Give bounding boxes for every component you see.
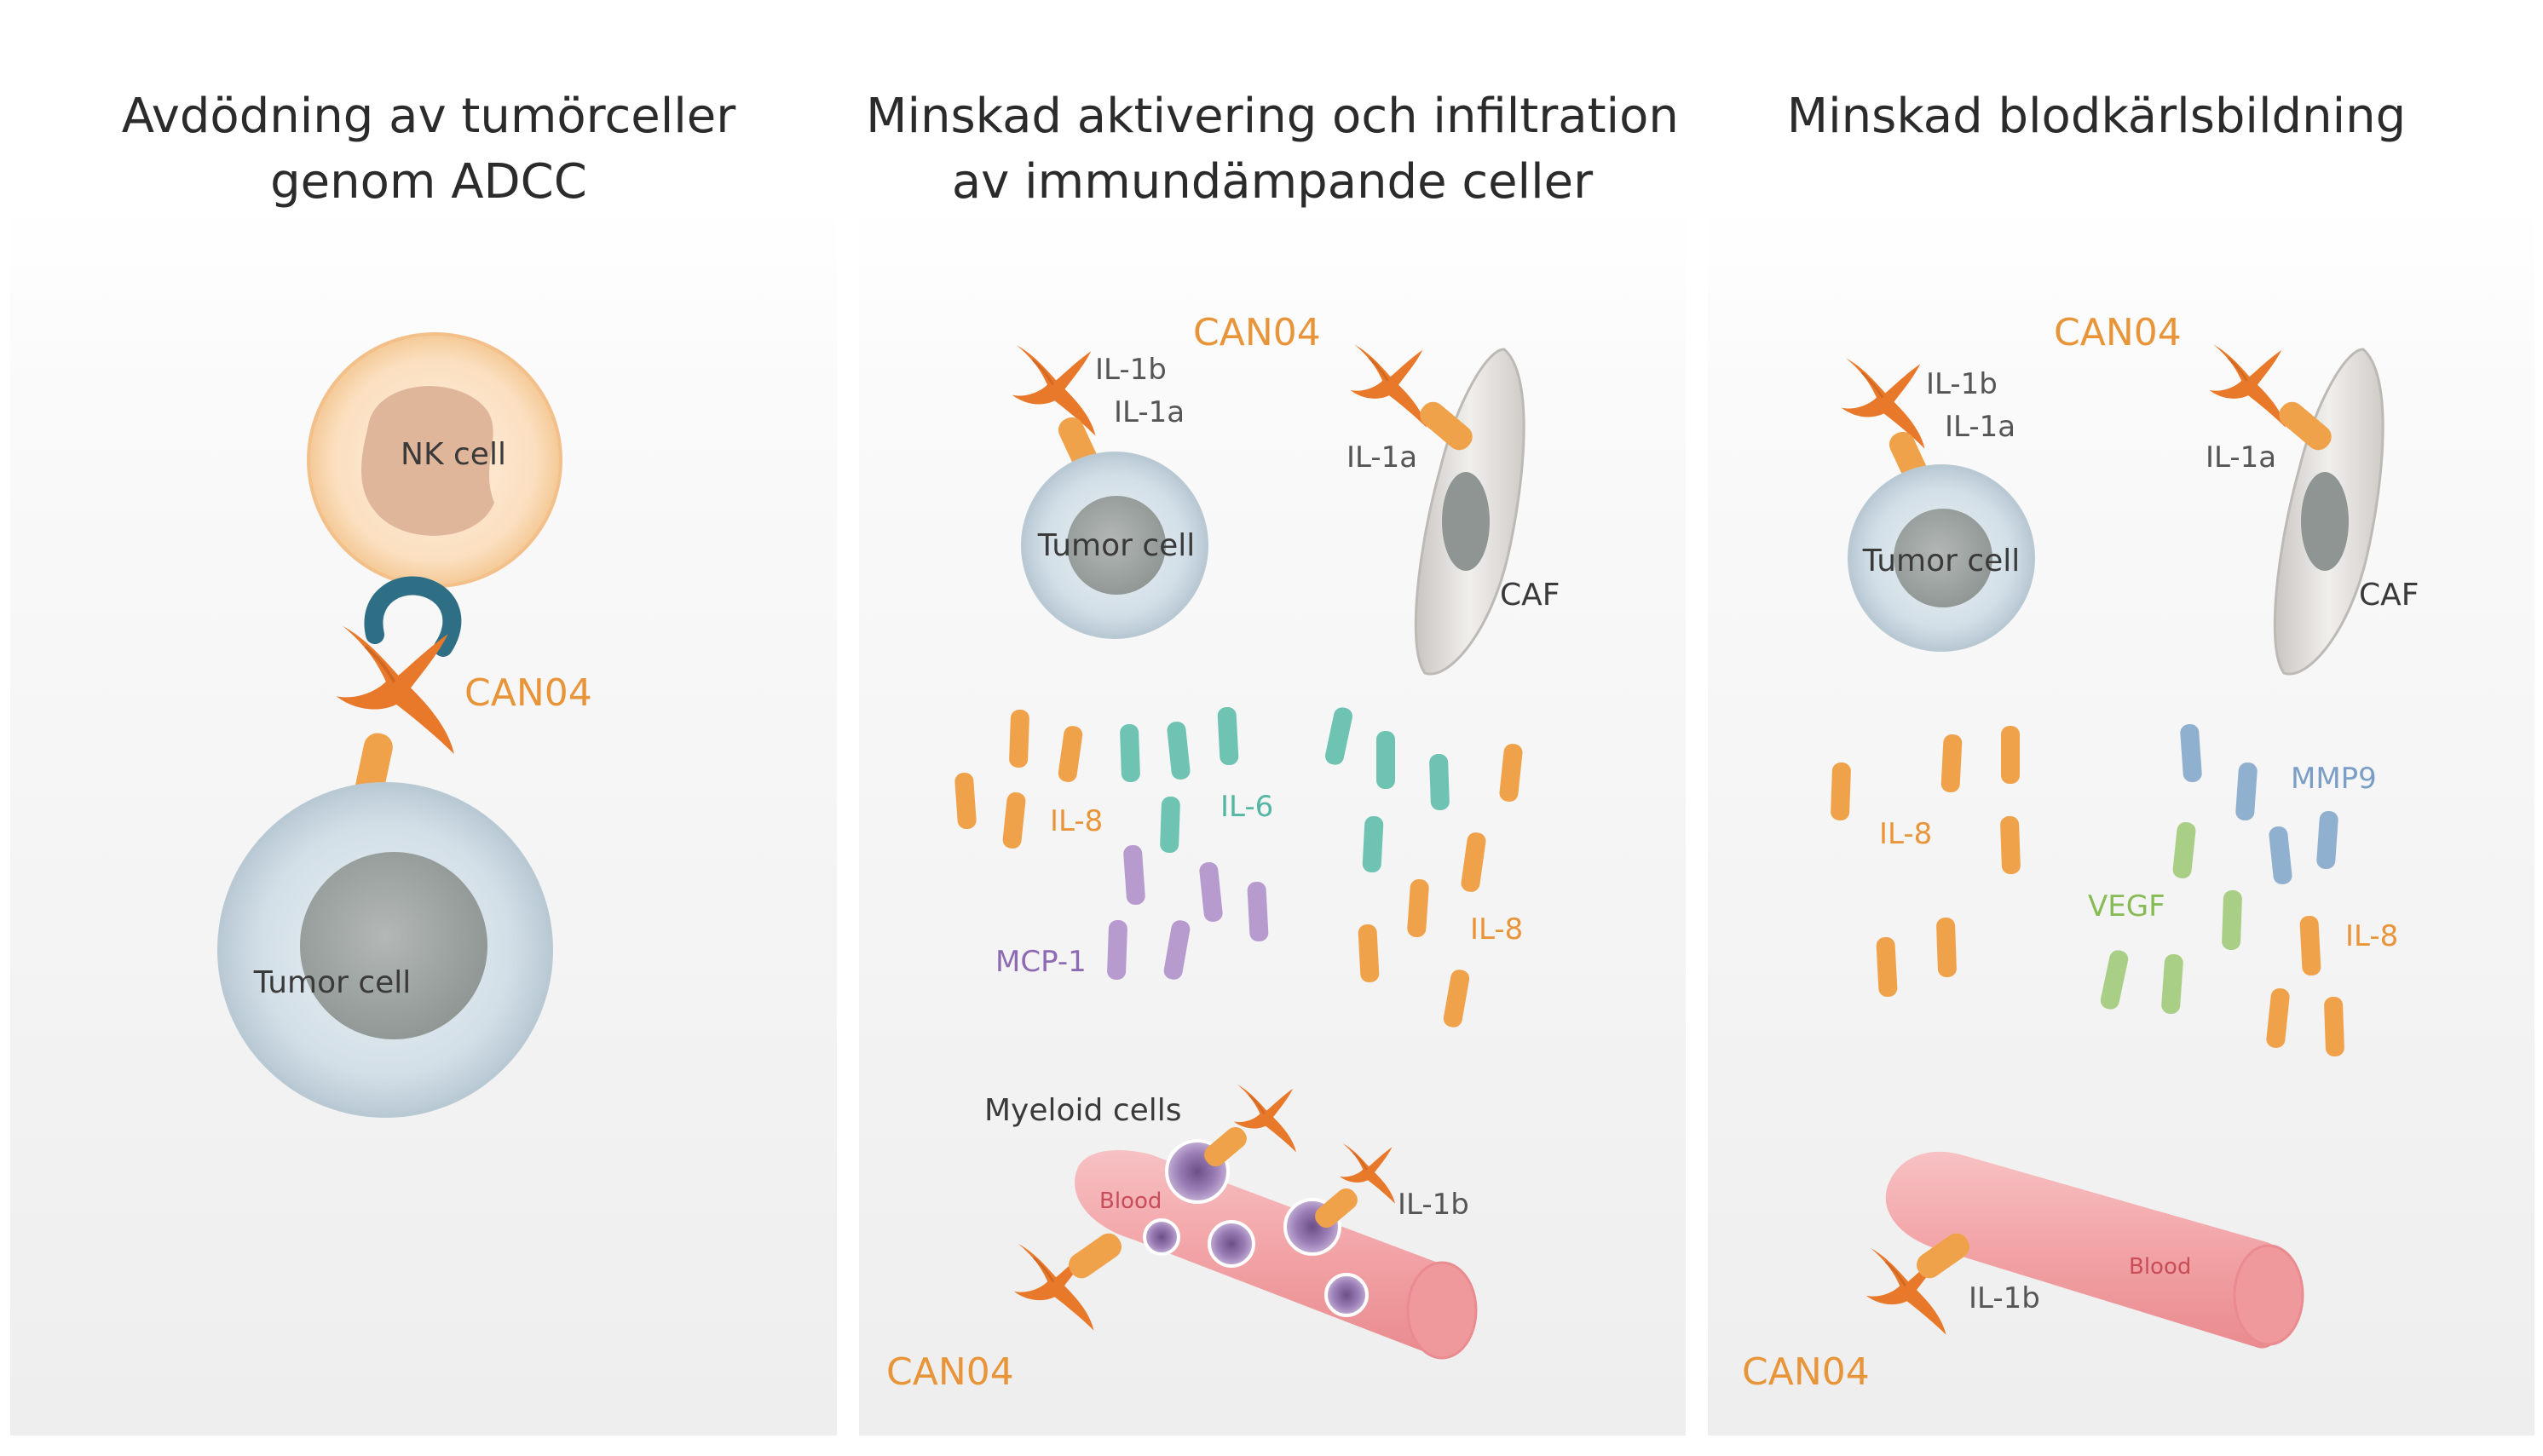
panel-3-title: Minskad blodkärlsbildning <box>1787 89 2406 144</box>
panel-3-blood-vessel <box>1885 1151 2289 1349</box>
panel-3-il8-cluster-right <box>2266 915 2344 1057</box>
panel-2-il1rap-myeloid-2 <box>1315 1188 1358 1229</box>
panel-2-il8-left-label: IL-8 <box>1050 804 1103 838</box>
panel-2-il1b-top: IL-1b <box>1095 353 1167 387</box>
panel-3-vegf-cluster <box>2100 822 2242 1015</box>
panel-2-caf-nucleus <box>1442 472 1490 571</box>
panel-3-tumor-nucleus <box>1894 509 1992 607</box>
panel-3-drug-bottom-label: CAN04 <box>1742 1350 1870 1394</box>
panel-3-il1rap-caf <box>2279 401 2332 451</box>
panel-2-mcp1-label: MCP-1 <box>995 945 1087 979</box>
tumor-cell-nucleus <box>300 852 487 1039</box>
panel-2-il6-label: IL-6 <box>1220 790 1273 824</box>
panel-1-title-line-1: Avdödning av tumörceller <box>122 89 737 144</box>
panel-2-il1rap-caf <box>1420 401 1473 451</box>
panel-3-mmp9-label: MMP9 <box>2291 762 2377 796</box>
panel-1-tumor-cell-label: Tumor cell <box>253 965 412 1000</box>
panel-2-caf-label: CAF <box>1500 578 1560 613</box>
panel-3-caf-label: CAF <box>2359 578 2419 613</box>
nk-cell-label: NK cell <box>401 437 506 472</box>
panel-3-blood-label: Blood <box>2129 1254 2191 1280</box>
panel-2-il8-cluster-right <box>1358 744 1523 1027</box>
nk-receptor <box>364 576 462 657</box>
panel-1-title-line-2: genom ADCC <box>270 154 587 210</box>
panel-3-caf-nucleus <box>2301 472 2349 571</box>
panel-2-tumor-cell-label: Tumor cell <box>1037 528 1196 563</box>
nk-cell-nucleus <box>360 386 494 536</box>
panel-2-title-line-2: av immundämpande celler <box>952 154 1594 210</box>
panel-2-il1rap-bottom <box>1069 1233 1122 1279</box>
panel-1-diagram: NK cell CAN04 Tumor cell <box>217 332 592 1118</box>
panel-2-mcp1-cluster <box>1107 844 1269 981</box>
panel-3-drug-top-label: CAN04 <box>2054 311 2182 354</box>
panel-3-il8-right-label: IL-8 <box>2345 919 2398 953</box>
panel-3-diagram: CAN04 IL-1b IL-1a Tumor cell IL-1a CAF <box>1742 311 2419 1394</box>
panel-3-il1a-top: IL-1a <box>1945 410 2015 444</box>
panel-2-vessel-opening <box>1406 1261 1478 1360</box>
panel-2-il1a-top: IL-1a <box>1114 395 1185 429</box>
panel-2-title-line-1: Minskad aktivering och infiltration <box>866 89 1679 144</box>
panel-2-il1a-caf: IL-1a <box>1346 440 1417 475</box>
panel-2-il6-cluster <box>1120 706 1450 873</box>
panel-3-il8-cluster-left <box>1831 726 2021 998</box>
panel-3-il1rap-bottom <box>1917 1233 1969 1279</box>
panel-2-il8-right-label: IL-8 <box>1470 912 1523 947</box>
panel-2-diagram: CAN04 IL-1b IL-1a Tumor cell IL-1a CAF <box>886 311 1560 1394</box>
panel-3-il1b-top: IL-1b <box>1926 367 1998 401</box>
panel-2-blood-label: Blood <box>1099 1188 1162 1214</box>
panel-1-drug-label: CAN04 <box>464 671 592 715</box>
panel-3-il1a-caf: IL-1a <box>2206 440 2276 475</box>
panel-3-il1b-bottom: IL-1b <box>1969 1281 2040 1315</box>
panel-3-vegf-label: VEGF <box>2088 889 2165 924</box>
panel-2-myeloid-label: Myeloid cells <box>984 1093 1182 1128</box>
panel-3-vessel-opening <box>2233 1244 2304 1346</box>
panel-2-il1b-bottom: IL-1b <box>1398 1188 1469 1222</box>
panel-2-drug-top-label: CAN04 <box>1193 311 1321 354</box>
panel-2-il8-cluster-left <box>954 709 1083 849</box>
panel-3-mmp9-cluster <box>2180 723 2338 884</box>
panel-3-tumor-cell-label: Tumor cell <box>1862 544 2021 578</box>
panel-2-il1rap-myeloid-1 <box>1204 1126 1247 1167</box>
panel-2-drug-bottom-label: CAN04 <box>886 1350 1014 1394</box>
panel-3-il8-left-label: IL-8 <box>1879 817 1932 851</box>
panel-2-tumor-nucleus <box>1067 496 1166 595</box>
